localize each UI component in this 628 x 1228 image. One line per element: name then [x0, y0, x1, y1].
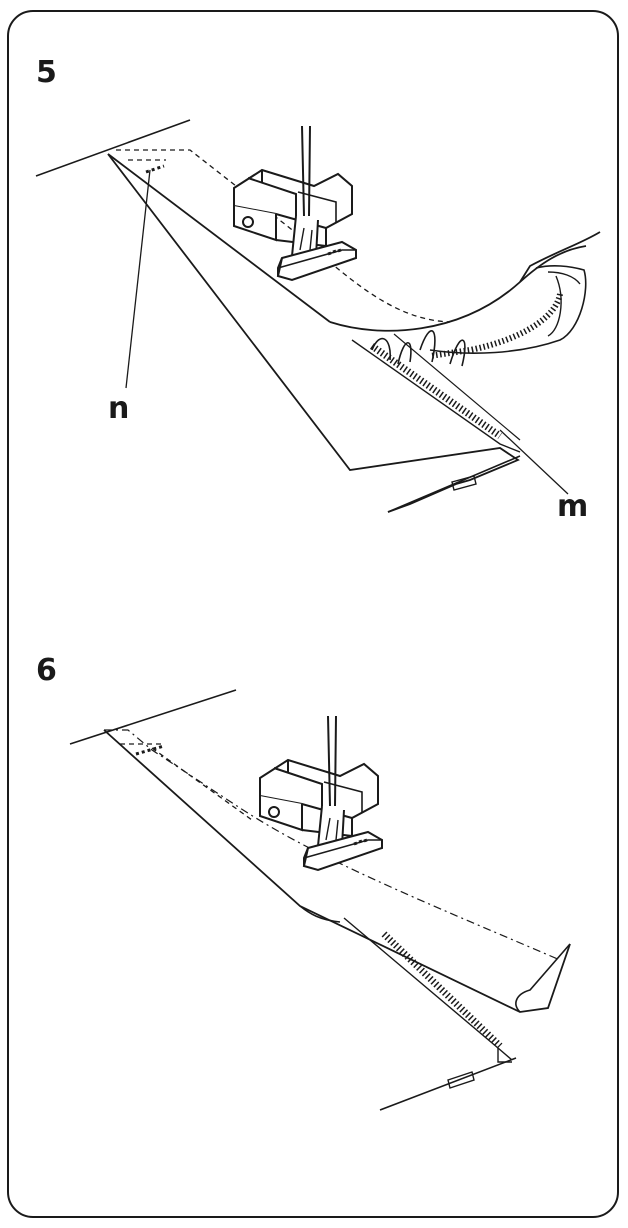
callout-label-n: n	[108, 391, 130, 426]
step-number-5: 5	[36, 55, 57, 90]
callout-label-m: m	[557, 489, 589, 524]
step6-drawing	[69, 689, 571, 1111]
step5-drawing	[35, 119, 601, 513]
step-number-6: 6	[36, 653, 57, 688]
instruction-panel	[7, 10, 619, 1218]
